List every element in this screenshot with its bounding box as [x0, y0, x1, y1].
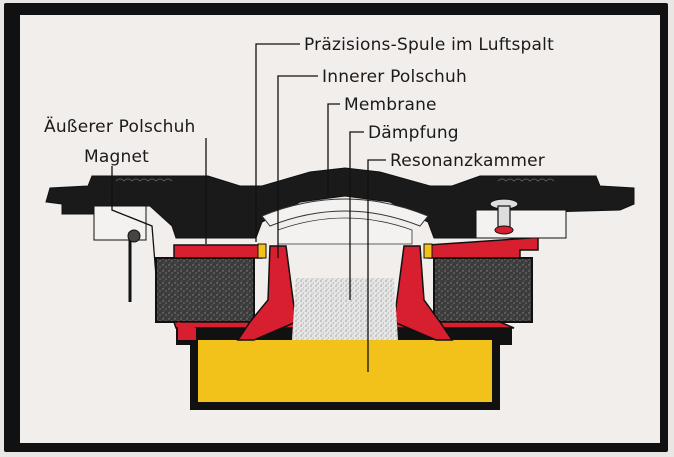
leader-coil: [255, 43, 300, 242]
label-membrane: Membrane: [344, 95, 437, 115]
label-damping: Dämpfung: [368, 123, 459, 143]
leader-magnet: [111, 166, 157, 277]
label-resonance: Resonanzkammer: [390, 151, 545, 171]
magnet-right: [433, 257, 533, 323]
resonance-chamber: [176, 328, 512, 410]
leader-inner-pole: [277, 75, 318, 258]
damping-material: [292, 278, 398, 340]
leader-membrane: [327, 103, 340, 196]
leader-damping: [349, 131, 364, 300]
terminal-left: [127, 229, 141, 302]
leader-resonance: [367, 159, 386, 372]
voice-coil-right: [423, 243, 433, 259]
membrane: [261, 198, 429, 227]
magnet-left: [155, 257, 255, 323]
voice-coil-left: [257, 243, 267, 259]
label-inner-pole: Innerer Polschuh: [322, 67, 467, 87]
label-magnet: Magnet: [84, 147, 149, 167]
label-outer-pole: Äußerer Polschuh: [44, 116, 196, 137]
label-coil: Präzisions-Spule im Luftspalt: [304, 35, 554, 55]
surround-ribs: [115, 178, 555, 182]
inner-pole-piece: [236, 245, 454, 341]
terminal-right: [489, 198, 519, 235]
